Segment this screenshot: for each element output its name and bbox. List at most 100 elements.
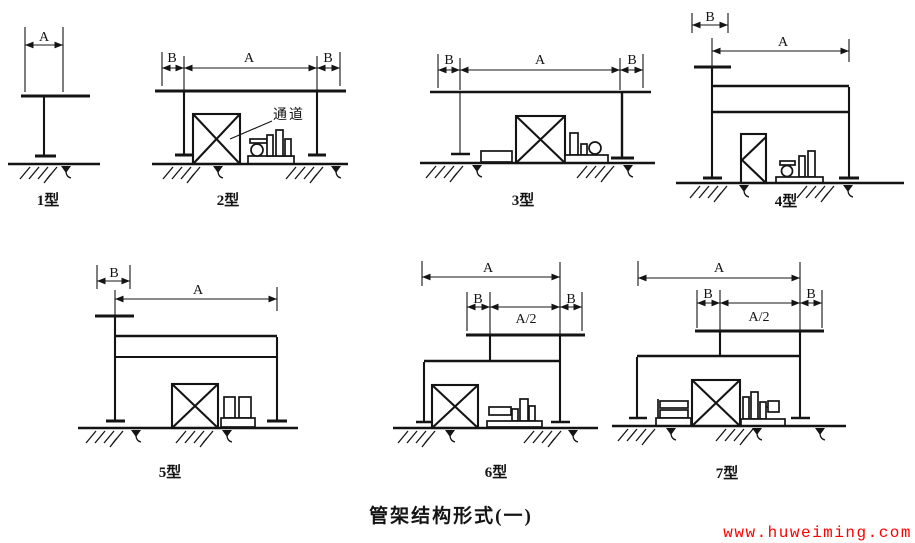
dimension-a: A — [421, 261, 561, 334]
diagram-type-5: B A — [78, 265, 298, 481]
ground — [78, 426, 298, 448]
frame-structure — [416, 333, 585, 424]
ground-anchor — [221, 429, 233, 443]
dim-label-a: A — [244, 51, 255, 66]
ground-hatch — [397, 430, 436, 448]
dim-label-a-half: A/2 — [516, 312, 537, 327]
ground-anchor — [471, 164, 483, 178]
dimension-b: B — [96, 265, 131, 289]
equipment — [740, 391, 786, 427]
crossed-box — [430, 383, 480, 430]
horizontal-vessel-equipment — [655, 399, 692, 427]
equipment — [486, 398, 543, 428]
type-label-7: 7型 — [716, 464, 739, 482]
type-label-4: 4型 — [775, 192, 798, 210]
type-label-3: 3型 — [512, 191, 535, 209]
dimension-a: A — [114, 283, 278, 315]
ground — [393, 426, 598, 448]
ground — [420, 161, 655, 183]
ground-anchor — [330, 165, 342, 179]
column-structure — [21, 94, 90, 158]
ground-anchor — [751, 427, 763, 441]
diagram-type-4: B A — [676, 10, 904, 210]
dim-label-b-right: B — [566, 292, 575, 307]
ground-hatch — [523, 430, 562, 448]
crossed-box-passage — [191, 112, 242, 166]
pump-equipment — [775, 150, 824, 184]
flat-box — [480, 150, 513, 163]
ground — [676, 181, 904, 203]
ground-hatch — [85, 430, 124, 448]
ground — [612, 424, 846, 446]
dim-label-b-left: B — [473, 292, 482, 307]
ground-hatch — [576, 165, 615, 183]
type-label-5: 5型 — [159, 463, 182, 481]
dimensions-b-ahalf-b: B A/2 B — [466, 292, 583, 334]
braced-box — [739, 132, 768, 185]
crossed-box — [690, 378, 742, 428]
dim-label-b-left: B — [444, 53, 453, 68]
passage-callout: 通道 — [229, 107, 305, 140]
ground-anchor — [212, 165, 224, 179]
dimensions-bab: B A B — [437, 53, 644, 90]
crossed-box — [514, 114, 567, 165]
dim-label-a: A — [39, 30, 50, 45]
ground-anchor — [444, 429, 456, 443]
dim-label-b-right: B — [323, 51, 332, 66]
frame-structure — [694, 65, 859, 180]
type-label-6: 6型 — [485, 463, 508, 481]
dim-label-b-left: B — [167, 51, 176, 66]
diagram-type-2: B A B 通道 — [152, 51, 348, 209]
frame-structure — [430, 90, 651, 160]
dimensions-b-ahalf-b: B A/2 B — [696, 287, 823, 330]
ground-anchor — [665, 427, 677, 441]
pump-circle — [250, 143, 264, 157]
frame-structure — [95, 314, 287, 423]
pump-equipment — [564, 132, 609, 164]
ground-anchor — [60, 165, 72, 179]
dim-label-b-right: B — [627, 53, 636, 68]
ground-hatch — [19, 166, 58, 184]
dim-label-a: A — [193, 283, 204, 298]
diagram-type-1: A 1型 — [8, 27, 100, 209]
diagram-type-3: B A B 3型 — [420, 53, 655, 209]
type-label-2: 2型 — [217, 191, 240, 209]
diagram-type-7: A B A/2 B — [612, 261, 846, 482]
ground-hatch — [162, 166, 201, 184]
ground-anchor — [567, 429, 579, 443]
ground-hatch — [796, 185, 835, 203]
dim-label-b: B — [109, 266, 118, 281]
diagram-type-6: A B A/2 B — [393, 261, 598, 481]
ground-anchor — [738, 184, 750, 198]
dimension-a: A — [24, 27, 64, 92]
ground-anchor — [622, 164, 634, 178]
ground-hatch — [425, 165, 464, 183]
dimension-a: A — [711, 35, 850, 66]
dim-label-b: B — [705, 10, 714, 25]
dimensions-bab: B A B — [161, 51, 341, 90]
dim-label-b-left: B — [703, 287, 712, 302]
crossed-box — [170, 382, 220, 430]
ground — [8, 162, 100, 184]
dim-label-b-right: B — [806, 287, 815, 302]
ground-hatch — [617, 428, 656, 446]
pump-circle — [780, 164, 794, 178]
dim-label-a: A — [778, 35, 789, 50]
dim-label-a: A — [714, 261, 725, 276]
dim-label-a-half: A/2 — [749, 310, 770, 325]
frame-structure — [629, 329, 824, 420]
pump-equipment — [247, 129, 295, 165]
ground-hatch — [689, 185, 728, 203]
ground-hatch — [715, 428, 754, 446]
pump-circle — [588, 141, 602, 155]
ground-anchor — [814, 427, 826, 441]
figure-caption: 管架结构形式(一) — [369, 504, 533, 527]
dim-label-a: A — [535, 53, 546, 68]
frame-structure — [155, 89, 346, 157]
ground-hatch — [175, 430, 214, 448]
pump-cap — [249, 138, 268, 144]
passage-label: 通道 — [273, 107, 305, 123]
equipment — [220, 396, 256, 428]
